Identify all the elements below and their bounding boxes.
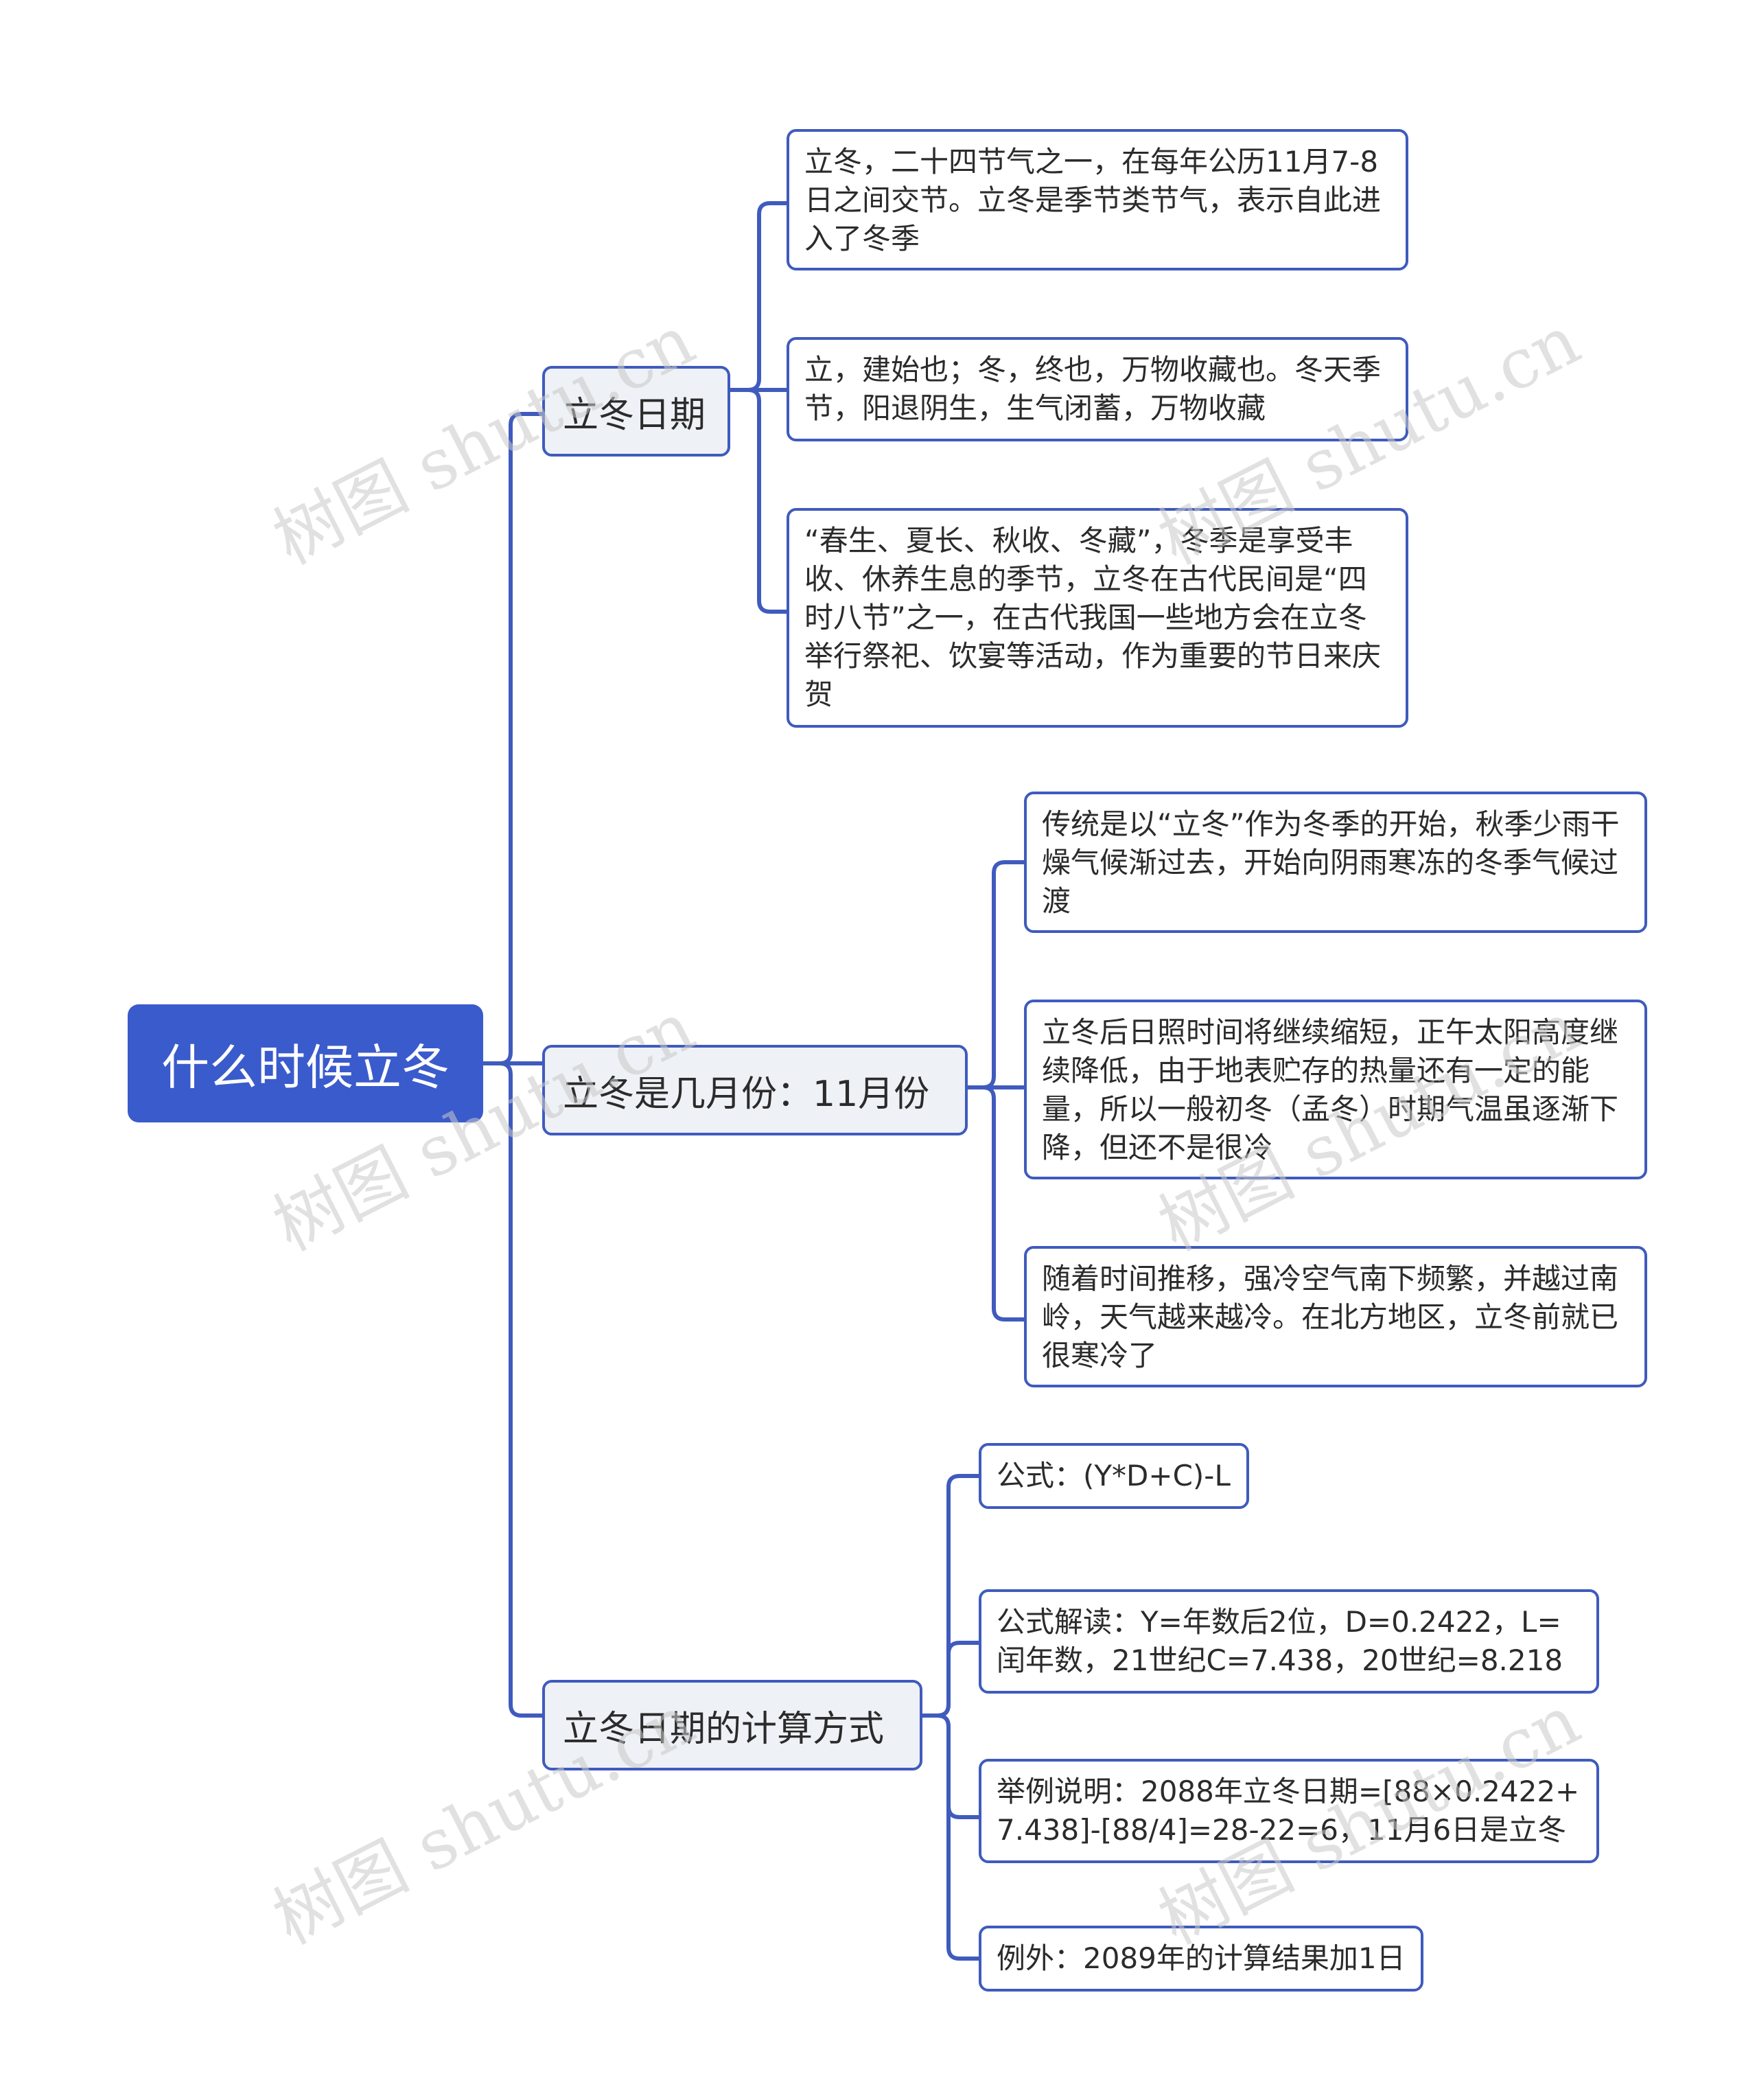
link-root-branch-1	[481, 412, 544, 1065]
leaf-topic[interactable]: “春生、夏长、秋收、冬藏”，冬季是享受丰收、休养生息的季节，立冬在古代民间是“四…	[787, 508, 1408, 728]
link-b2-leaf-3	[966, 1085, 1026, 1322]
leaf-topic[interactable]: 立冬后日照时间将继续缩短，正午太阳高度继续降低，由于地表贮存的热量还有一定的能量…	[1024, 1000, 1647, 1179]
leaf-topic[interactable]: 立，建始也；冬，终也，万物收藏也。冬天季节，阳退阴生，生气闭蓄，万物收藏	[787, 337, 1408, 441]
branch-topic-month[interactable]: 立冬是几月份：11月份	[542, 1045, 968, 1135]
branch-topic-calculation[interactable]: 立冬日期的计算方式	[542, 1680, 922, 1770]
link-b1-leaf-3	[728, 388, 789, 614]
leaf-topic[interactable]: 公式：(Y*D+C)-L	[979, 1443, 1249, 1509]
root-topic[interactable]: 什么时候立冬	[128, 1004, 483, 1122]
leaf-topic[interactable]: 公式解读：Y=年数后2位，D=0.2422，L=闰年数，21世纪C=7.438，…	[979, 1589, 1599, 1694]
leaf-topic[interactable]: 随着时间推移，强冷空气南下频繁，并越过南岭，天气越来越冷。在北方地区，立冬前就已…	[1024, 1246, 1647, 1387]
branch-topic-date[interactable]: 立冬日期	[542, 366, 730, 457]
link-b3-leaf-2	[920, 1641, 981, 1718]
link-b2-leaf-1	[966, 860, 1026, 1089]
leaf-topic[interactable]: 例外：2089年的计算结果加1日	[979, 1926, 1423, 1992]
leaf-topic[interactable]: 举例说明：2088年立冬日期=[88×0.2422+7.438]-[88/4]=…	[979, 1759, 1599, 1863]
link-root-branch-3	[481, 1061, 544, 1718]
leaf-topic[interactable]: 传统是以“立冬”作为冬季的开始，秋季少雨干燥气候渐过去，开始向阴雨寒冻的冬季气候…	[1024, 792, 1647, 933]
link-b3-leaf-4	[920, 1714, 981, 1961]
link-b1-leaf-1	[728, 201, 789, 392]
leaf-topic[interactable]: 立冬，二十四节气之一，在每年公历11月7-8日之间交节。立冬是季节类节气，表示自…	[787, 129, 1408, 270]
